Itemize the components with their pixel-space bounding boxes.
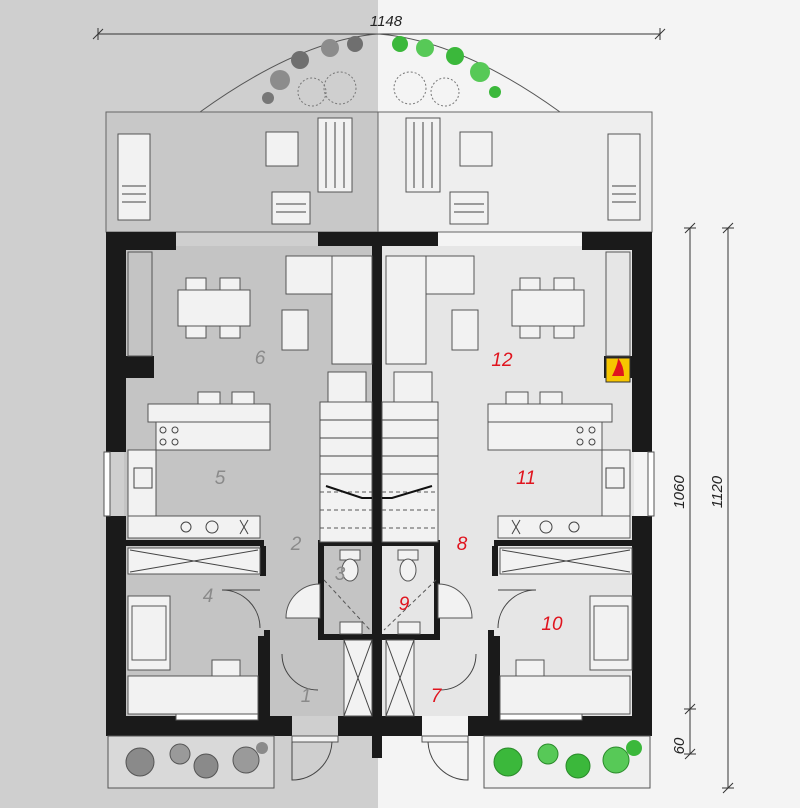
room-10-furniture	[497, 547, 633, 715]
room-number-10: 10	[541, 614, 563, 635]
sofa-right	[385, 255, 479, 403]
entry	[264, 630, 494, 781]
plant-icon	[392, 36, 501, 107]
room-number-9: 9	[399, 594, 410, 615]
room-4-furniture	[127, 547, 261, 715]
dimension-right: 1060 1120 60	[671, 222, 734, 794]
room-number-11: 11	[516, 468, 536, 489]
planter-left	[107, 735, 275, 789]
garden-arch	[199, 33, 561, 113]
dining-table-right	[511, 277, 585, 339]
kitchen-left	[127, 391, 271, 539]
tree-icon	[493, 740, 642, 779]
tree-icon	[125, 742, 268, 779]
room-number-2: 2	[290, 534, 302, 555]
toilet-icon	[339, 549, 361, 582]
room-number-3: 3	[335, 564, 346, 585]
dimension-60-label: 60	[671, 737, 688, 754]
room-number-12: 12	[491, 350, 513, 371]
dining-table-left	[177, 277, 251, 339]
plant-icon	[262, 36, 363, 107]
bathroom-doors	[285, 579, 473, 631]
room-number-1: 1	[301, 686, 312, 707]
fireplace-icon	[605, 357, 631, 383]
sofa-left	[281, 255, 373, 403]
room-numbers-right: 7 8 9 10 11 12	[399, 350, 563, 707]
terrace-furniture	[117, 117, 641, 225]
room-number-4: 4	[203, 586, 214, 607]
room-number-5: 5	[215, 468, 226, 489]
kitchen-right	[487, 391, 631, 539]
room-numbers-left: 1 2 3 4 5 6	[203, 348, 346, 707]
room-number-8: 8	[457, 534, 468, 555]
sink-icon	[339, 621, 421, 635]
room-number-6: 6	[255, 348, 266, 369]
dimension-1060-label: 1060	[671, 475, 688, 509]
dimension-1120-label: 1120	[709, 475, 726, 508]
stairs	[319, 401, 439, 543]
planter-right	[483, 735, 651, 789]
dimension-width-label: 1148	[370, 13, 403, 30]
toilet-icon	[397, 549, 419, 582]
room-number-7: 7	[431, 686, 443, 707]
